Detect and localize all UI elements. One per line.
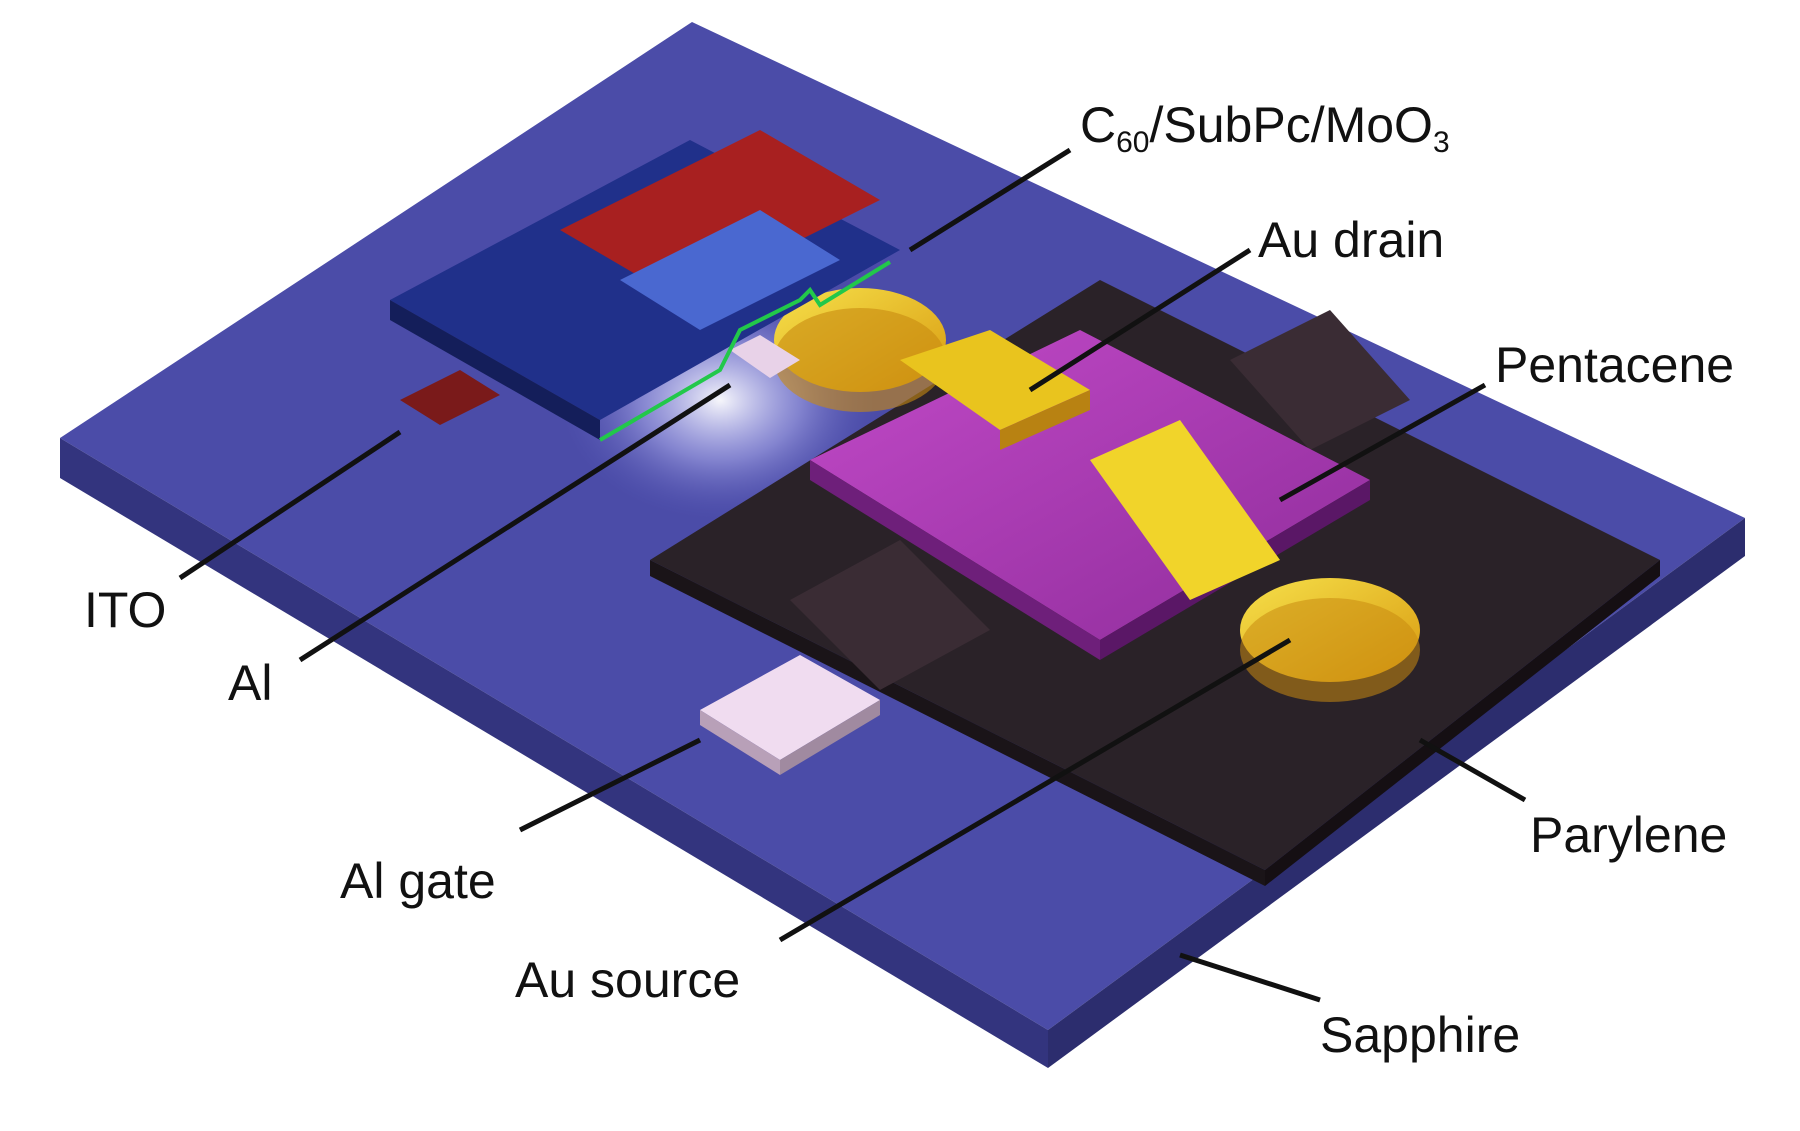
- label-al-gate: Al gate: [340, 853, 496, 909]
- leader-au-source: [778, 637, 1292, 943]
- leader-lines: [178, 147, 1527, 1003]
- label-pentacene: Pentacene: [1495, 337, 1735, 393]
- label-au-drain: Au drain: [1258, 212, 1445, 268]
- label-top-layers-sub2: 3: [1432, 126, 1450, 159]
- label-sapphire: Sapphire: [1320, 1007, 1521, 1063]
- leader-ito: [178, 429, 402, 581]
- leader-top-layers: [908, 147, 1072, 253]
- al-gate-pad: [700, 655, 880, 775]
- label-top-layers-c: C: [1080, 97, 1117, 153]
- green-outline: [598, 260, 892, 442]
- leader-pentacene: [1278, 382, 1487, 503]
- substrate-right-side: [1048, 518, 1745, 1068]
- label-top-layers: C60/SubPc/MoO3: [1080, 100, 1450, 158]
- label-ito: ITO: [84, 582, 167, 638]
- label-parylene: Parylene: [1530, 807, 1728, 863]
- leader-al-gate: [518, 737, 702, 833]
- leader-au-drain: [1028, 247, 1252, 393]
- label-au-source: Au source: [515, 952, 741, 1008]
- label-top-layers-mid: /SubPc/MoO: [1149, 97, 1433, 153]
- ito-stack: [390, 130, 900, 440]
- leader-al: [298, 382, 732, 663]
- leader-sapphire: [1179, 952, 1321, 1003]
- substrate-front-side: [60, 438, 1048, 1068]
- label-al: Al: [228, 655, 273, 711]
- leader-parylene: [1418, 737, 1527, 803]
- al-contact: [730, 335, 800, 378]
- gold-contacts: [774, 288, 1420, 702]
- label-top-layers-sub1: 60: [1116, 126, 1150, 159]
